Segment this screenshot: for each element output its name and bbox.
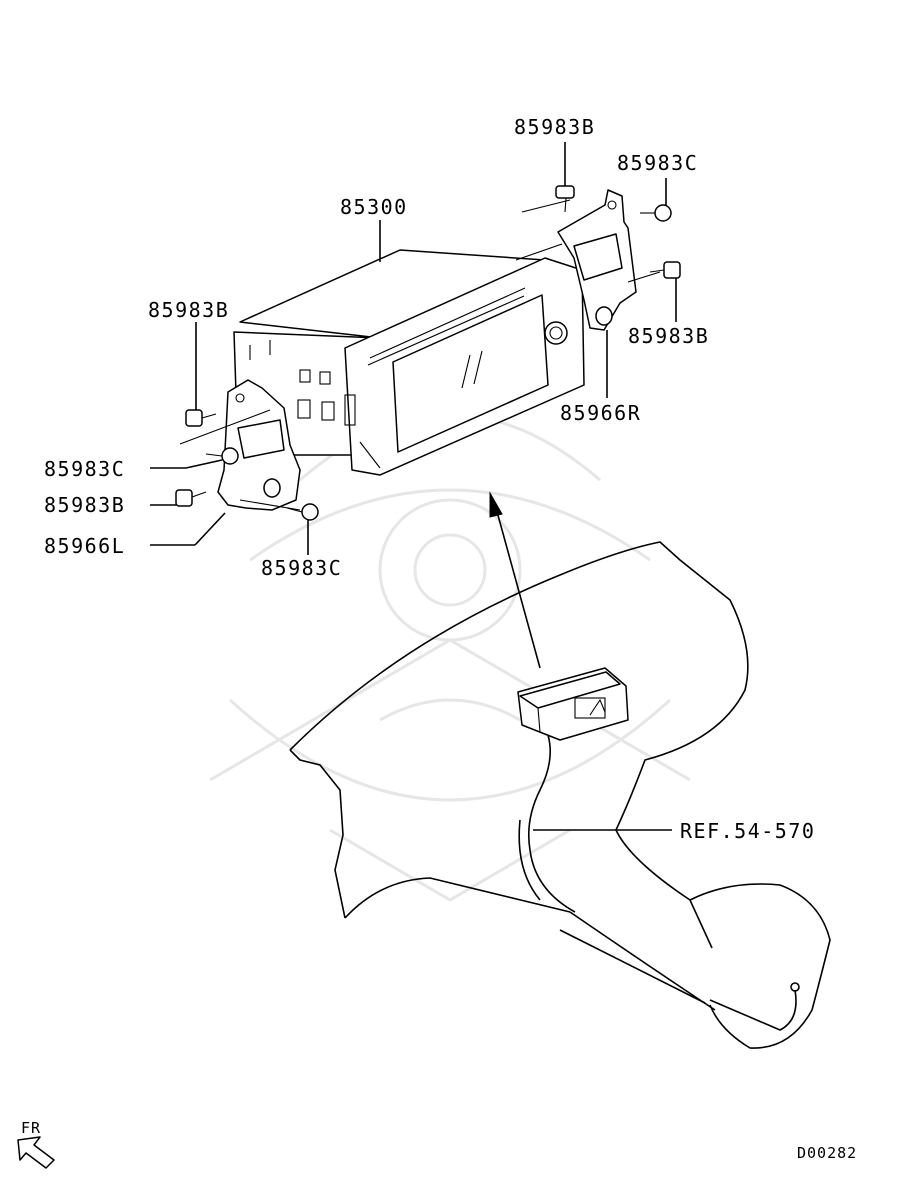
bolt-85983b-left-upper[interactable]: [185, 409, 217, 427]
dashboard-outline: [289, 541, 831, 1049]
bolt-85983b-top[interactable]: [555, 185, 575, 213]
front-arrow-icon: [17, 1136, 55, 1169]
bolt-85983b-right[interactable]: [649, 261, 681, 279]
label-85966r: 85966R: [560, 401, 641, 425]
label-85966l: 85966L: [44, 534, 125, 558]
screw-85983c-left[interactable]: [205, 447, 239, 465]
label-85983c-bottom: 85983C: [261, 556, 342, 580]
screw-85983c-top[interactable]: [640, 204, 672, 222]
bracket-right-85966r[interactable]: [557, 189, 637, 331]
bracket-left-85966l[interactable]: [217, 379, 301, 511]
label-85983c-left: 85983C: [44, 457, 125, 481]
diagram-code: D00282: [797, 1144, 857, 1162]
install-direction-arrow: [489, 491, 541, 669]
assembly-guide-lines: [179, 199, 661, 511]
front-label: FR: [21, 1119, 41, 1137]
bolt-85983b-left-lower[interactable]: [175, 489, 207, 507]
label-85983b-top: 85983B: [514, 115, 595, 139]
label-85983b-left-lower: 85983B: [44, 493, 125, 517]
screw-85983c-bottom[interactable]: [286, 503, 319, 521]
label-85983b-left-upper: 85983B: [148, 298, 229, 322]
leader-lines: [150, 142, 677, 831]
label-85300: 85300: [340, 195, 408, 219]
label-ref-54-570: REF.54-570: [680, 819, 815, 843]
label-85983c-top: 85983C: [617, 151, 698, 175]
label-85983b-right: 85983B: [628, 324, 709, 348]
mounting-bracket-54-570[interactable]: [517, 667, 629, 913]
